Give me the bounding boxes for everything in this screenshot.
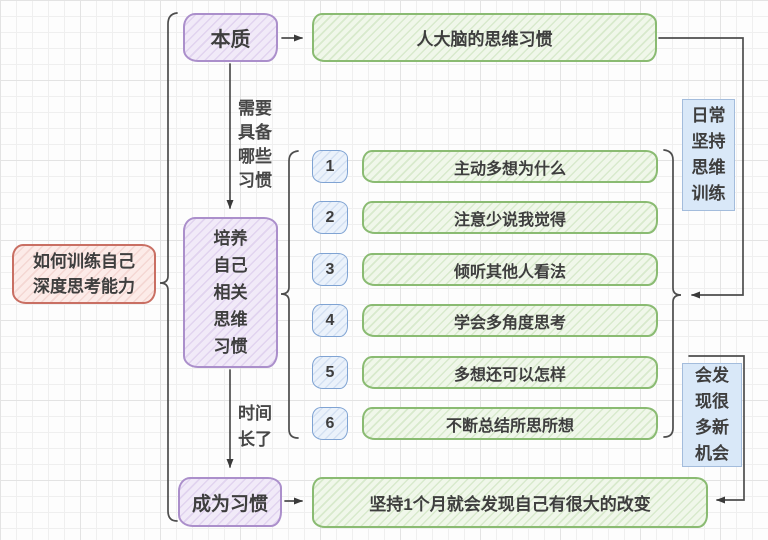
edge-label-time-passed: 时间 长了 (238, 404, 272, 449)
become-result[interactable]: 坚持1个月就会发现自己有很大的改变 (312, 477, 708, 528)
note-daily-training[interactable]: 日常 坚持 思维 训练 (682, 99, 735, 211)
root-bracket (159, 12, 178, 522)
habit-item-number[interactable]: 6 (312, 407, 348, 440)
habit-item-number[interactable]: 3 (312, 253, 348, 286)
habit-item-number[interactable]: 1 (312, 150, 348, 183)
note-new-opportunities[interactable]: 会发 现很 多新 机会 (682, 363, 742, 467)
root-topic[interactable]: 如何训练自己 深度思考能力 (12, 244, 156, 304)
habit-item-text[interactable]: 多想还可以怎样 (362, 356, 658, 389)
habit-item-text[interactable]: 注意少说我觉得 (362, 201, 658, 234)
branch-essence[interactable]: 本质 (183, 13, 278, 62)
essence-result[interactable]: 人大脑的思维习惯 (312, 13, 657, 62)
branch-become-habit[interactable]: 成为习惯 (178, 477, 282, 527)
habit-item-text[interactable]: 学会多角度思考 (362, 304, 658, 337)
branch-habits[interactable]: 培养 自己 相关 思维 习惯 (183, 217, 278, 368)
habit-item-number[interactable]: 4 (312, 304, 348, 337)
habit-item-text[interactable]: 主动多想为什么 (362, 150, 658, 183)
items-right-brace (663, 149, 682, 438)
habit-item-text[interactable]: 倾听其他人看法 (362, 253, 658, 286)
edge-label-needed-habits: 需要 具备 哪些 习惯 (238, 99, 272, 190)
habit-item-number[interactable]: 2 (312, 201, 348, 234)
items-left-brace (280, 150, 299, 439)
habit-item-text[interactable]: 不断总结所思所想 (362, 407, 658, 440)
habit-item-number[interactable]: 5 (312, 356, 348, 389)
